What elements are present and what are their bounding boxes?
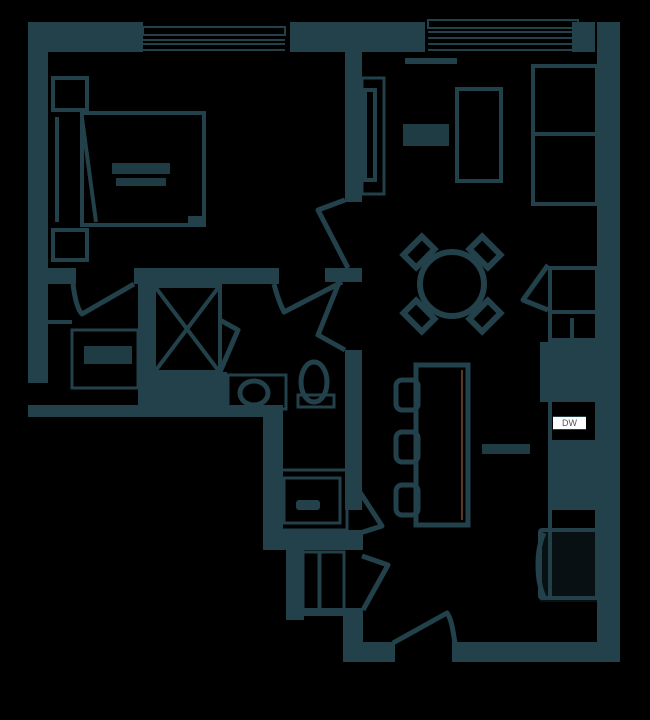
wall-bath-left <box>263 405 283 550</box>
wardrobe <box>360 76 386 196</box>
wardrobe-door <box>363 88 377 182</box>
dining-chair <box>465 232 505 272</box>
sink <box>237 378 271 408</box>
wall-walkin-divider <box>138 284 152 414</box>
bed <box>80 111 206 227</box>
lower-closet-shelf <box>301 550 321 612</box>
dining-label <box>403 124 449 146</box>
kitchen-island <box>413 362 471 528</box>
bed-sheet-fold <box>80 117 98 223</box>
wall-lower-closet-left <box>286 550 304 620</box>
lower-closet-shelf <box>318 550 346 612</box>
shower <box>152 284 222 374</box>
bedroom-size-label <box>116 178 166 186</box>
window-sill-label <box>405 58 457 64</box>
bed-corner-mark <box>188 216 202 224</box>
laundry-label <box>296 500 320 510</box>
wall-linen-block <box>152 372 227 412</box>
nightstand-bottom <box>51 228 89 262</box>
range-stove <box>540 342 597 402</box>
wall-left <box>28 22 48 183</box>
dining-table <box>417 249 487 319</box>
wall-bedroom-living <box>345 52 362 202</box>
window-bedroom <box>142 26 286 51</box>
island-stool <box>393 482 421 518</box>
door-lower-closet <box>360 553 391 612</box>
wall-closet-top <box>134 268 279 284</box>
island-stool <box>393 429 421 465</box>
dining-chair <box>399 232 439 272</box>
door-laundry <box>349 478 385 536</box>
washer-dryer <box>282 476 342 525</box>
shower-x-2 <box>154 286 220 372</box>
sink-basin <box>548 440 597 510</box>
door-bath <box>271 279 344 315</box>
door-walkin <box>70 281 136 317</box>
wall-bottom-right <box>452 642 620 662</box>
wall-lower-closet-bottom <box>286 608 344 616</box>
vanity <box>226 373 288 411</box>
door-bath-inner <box>315 279 347 353</box>
laundry-closet <box>275 468 349 532</box>
door-pantry <box>520 263 551 313</box>
closet-label <box>84 346 132 364</box>
door-bedroom <box>315 197 351 270</box>
toilet-tank <box>296 393 336 409</box>
nightstand-top <box>51 76 89 112</box>
bedroom-label <box>112 163 170 174</box>
console-table <box>455 87 503 183</box>
door-entry <box>391 610 458 646</box>
toilet-bowl <box>298 359 330 405</box>
window-living <box>427 19 579 51</box>
wall-bath-top-right <box>325 268 362 282</box>
kitchen-label <box>482 444 530 454</box>
wall-closet-left <box>48 320 72 324</box>
wall-closet-top-left <box>28 268 76 284</box>
dishwasher-label: DW <box>553 416 586 430</box>
wall-top-mid <box>290 22 425 52</box>
dining-chair <box>465 296 505 336</box>
wall-bath-right <box>345 350 362 510</box>
dining-set <box>399 232 505 336</box>
fridge <box>540 530 597 602</box>
dining-chair <box>399 296 439 336</box>
island-stool <box>393 377 421 413</box>
wall-laundry-bottom <box>263 530 363 550</box>
closet-shelf <box>70 328 140 390</box>
wall-entry-left <box>343 608 363 662</box>
wall-right <box>597 22 620 662</box>
door-linen <box>217 317 241 373</box>
